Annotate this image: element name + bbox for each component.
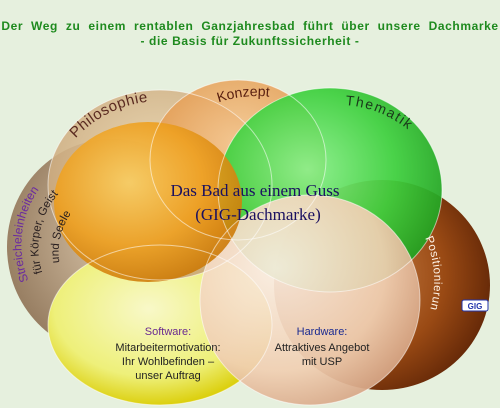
software-title: Software: [145,326,191,338]
software-line2: Ihr Wohlbefinden – [122,356,215,368]
hardware-line1: Attraktives Angebot [275,342,370,354]
center-circle [54,122,242,282]
header-subtitle: - die Basis für Zukunftssicherheit - [140,34,360,48]
center-title: Das Bad aus einem Guss [170,181,339,200]
gig-logo: GIG [461,299,489,312]
software-line1: Mitarbeitermotivation: [115,342,220,354]
software-line3: unser Auftrag [135,370,200,382]
hardware-circle [200,195,420,405]
hardware-title: Hardware: [297,326,348,338]
header-title: Der Weg zu einem rentablen Ganzjahresbad… [1,19,499,33]
svg-text:GIG: GIG [468,302,483,311]
hardware-line2: mit USP [302,356,342,368]
center-subtitle: (GIG-Dachmarke) [195,205,321,224]
